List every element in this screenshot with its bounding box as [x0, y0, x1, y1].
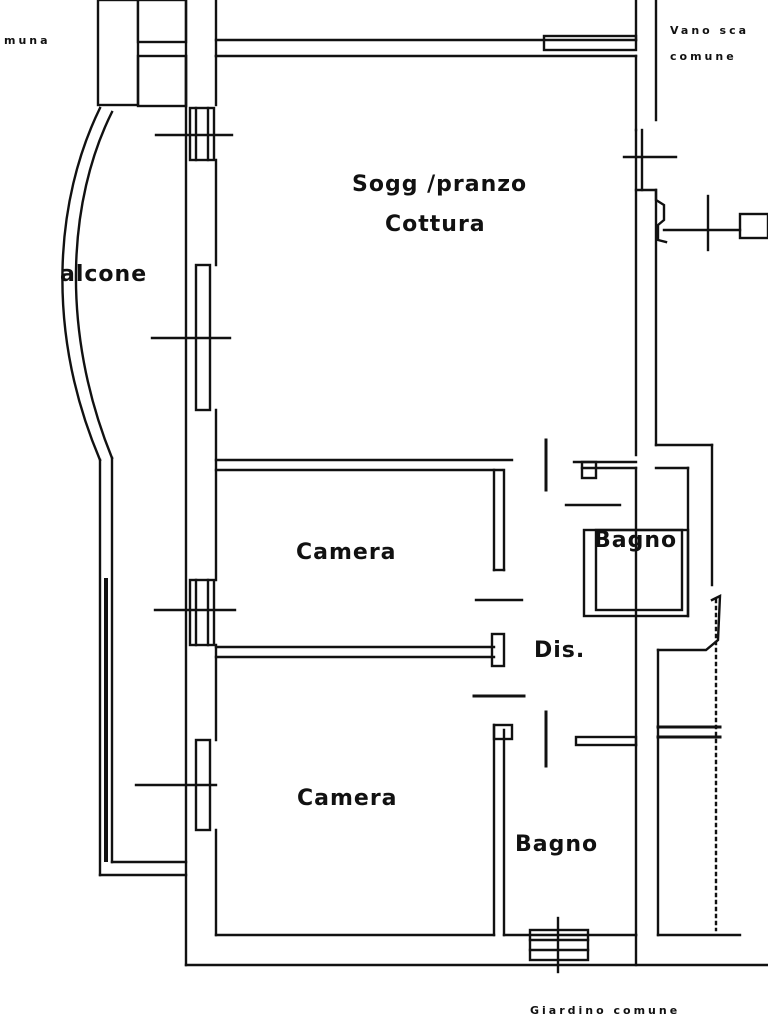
large-bathroom-walls: [492, 710, 638, 937]
top-left-label: muna: [4, 34, 51, 47]
right-lower-walls: [656, 594, 722, 937]
left-exterior-wall: [134, 54, 237, 967]
bedroom-partition: [214, 598, 526, 698]
living-room-label: Sogg /pranzo: [352, 172, 528, 197]
stairwell-label: Vano sca: [670, 24, 750, 37]
bottom-wall: [184, 916, 768, 974]
kitchen-label: Cottura: [385, 212, 486, 237]
large-bathroom-label: Bagno: [515, 832, 599, 857]
balcony-label: alcone: [60, 262, 148, 287]
hallway-label: Dis.: [534, 638, 586, 663]
small-bathroom-walls: [564, 466, 690, 747]
right-wall: [622, 128, 768, 587]
bedroom-1-label: Camera: [296, 540, 397, 565]
bedroom-2-label: Camera: [297, 786, 398, 811]
balcony-outline: [61, 106, 188, 877]
garden-label: Giardino comune: [530, 1004, 681, 1017]
top-wall: [214, 0, 658, 132]
living-bedroom-partition: [214, 438, 638, 572]
stairwell-label-2: comune: [670, 50, 737, 63]
small-bathroom-label: Bagno: [594, 528, 678, 553]
top-left-wall-block: [96, 0, 218, 108]
